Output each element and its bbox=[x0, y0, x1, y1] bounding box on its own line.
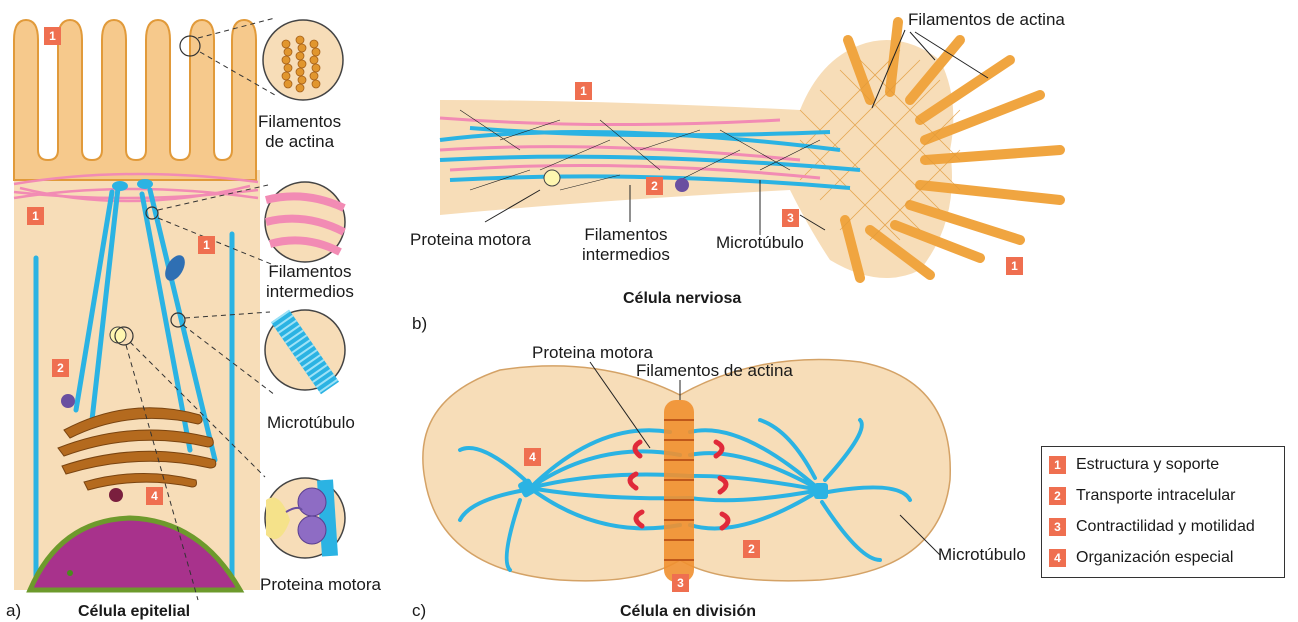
centrosome bbox=[137, 179, 153, 189]
panel-a-title: Célula epitelial bbox=[78, 602, 190, 622]
actin-inset bbox=[263, 20, 343, 100]
contractile-ring bbox=[664, 400, 694, 582]
legend-text: Estructura y soporte bbox=[1076, 455, 1219, 475]
legend-text: Organización especial bbox=[1076, 548, 1233, 568]
epithelial-cell bbox=[14, 18, 345, 600]
badge: 2 bbox=[646, 177, 663, 195]
label-actin-b: Filamentos de actina bbox=[908, 10, 1065, 30]
vesicle bbox=[61, 394, 75, 408]
label-motor-b: Proteina motora bbox=[410, 230, 531, 250]
legend: 1 Estructura y soporte 2 Transporte intr… bbox=[1041, 446, 1285, 578]
panel-a-letter: a) bbox=[6, 601, 21, 621]
badge: 1 bbox=[198, 236, 215, 254]
centriole bbox=[814, 483, 828, 499]
microtubule-inset bbox=[265, 310, 345, 390]
panel-c-title: Célula en división bbox=[620, 602, 756, 622]
legend-badge: 1 bbox=[1049, 456, 1066, 474]
label-motor-c: Proteina motora bbox=[532, 343, 653, 363]
vesicle bbox=[675, 178, 689, 192]
legend-text: Transporte intracelular bbox=[1076, 486, 1235, 506]
label-microtubule-b: Microtúbulo bbox=[716, 233, 804, 253]
badge: 1 bbox=[27, 207, 44, 225]
legend-item: 2 Transporte intracelular bbox=[1049, 485, 1235, 507]
badge: 2 bbox=[52, 359, 69, 377]
label-intermediate-b: Filamentos intermedios bbox=[582, 225, 670, 265]
badge: 4 bbox=[146, 487, 163, 505]
badge: 2 bbox=[743, 540, 760, 558]
dividing-cell bbox=[423, 359, 950, 582]
motor-protein bbox=[544, 170, 560, 186]
legend-item: 4 Organización especial bbox=[1049, 547, 1233, 569]
panel-c-letter: c) bbox=[412, 601, 426, 621]
label-microtubule-c: Microtúbulo bbox=[938, 545, 1026, 565]
legend-text: Contractilidad y motilidad bbox=[1076, 517, 1255, 537]
panel-b-letter: b) bbox=[412, 314, 427, 334]
label-microtubule-a: Microtúbulo bbox=[267, 413, 355, 433]
legend-item: 3 Contractilidad y motilidad bbox=[1049, 516, 1255, 538]
badge: 1 bbox=[575, 82, 592, 100]
centrosome bbox=[112, 181, 128, 191]
badge: 1 bbox=[1006, 257, 1023, 275]
label-intermediate-a: Filamentos intermedios bbox=[266, 262, 354, 302]
vesicle bbox=[109, 488, 123, 502]
intermediate-inset bbox=[265, 182, 345, 262]
badge: 4 bbox=[524, 448, 541, 466]
legend-badge: 2 bbox=[1049, 487, 1066, 505]
label-actin-a: Filamentos de actina bbox=[258, 112, 341, 152]
label-motor-a: Proteina motora bbox=[260, 575, 381, 595]
badge: 1 bbox=[44, 27, 61, 45]
badge: 3 bbox=[672, 574, 689, 592]
legend-badge: 3 bbox=[1049, 518, 1066, 536]
badge: 3 bbox=[782, 209, 799, 227]
legend-badge: 4 bbox=[1049, 549, 1066, 567]
panel-b-title: Célula nerviosa bbox=[623, 289, 741, 309]
motor-inset bbox=[265, 478, 345, 558]
legend-item: 1 Estructura y soporte bbox=[1049, 454, 1219, 476]
label-actin-c: Filamentos de actina bbox=[636, 361, 793, 381]
